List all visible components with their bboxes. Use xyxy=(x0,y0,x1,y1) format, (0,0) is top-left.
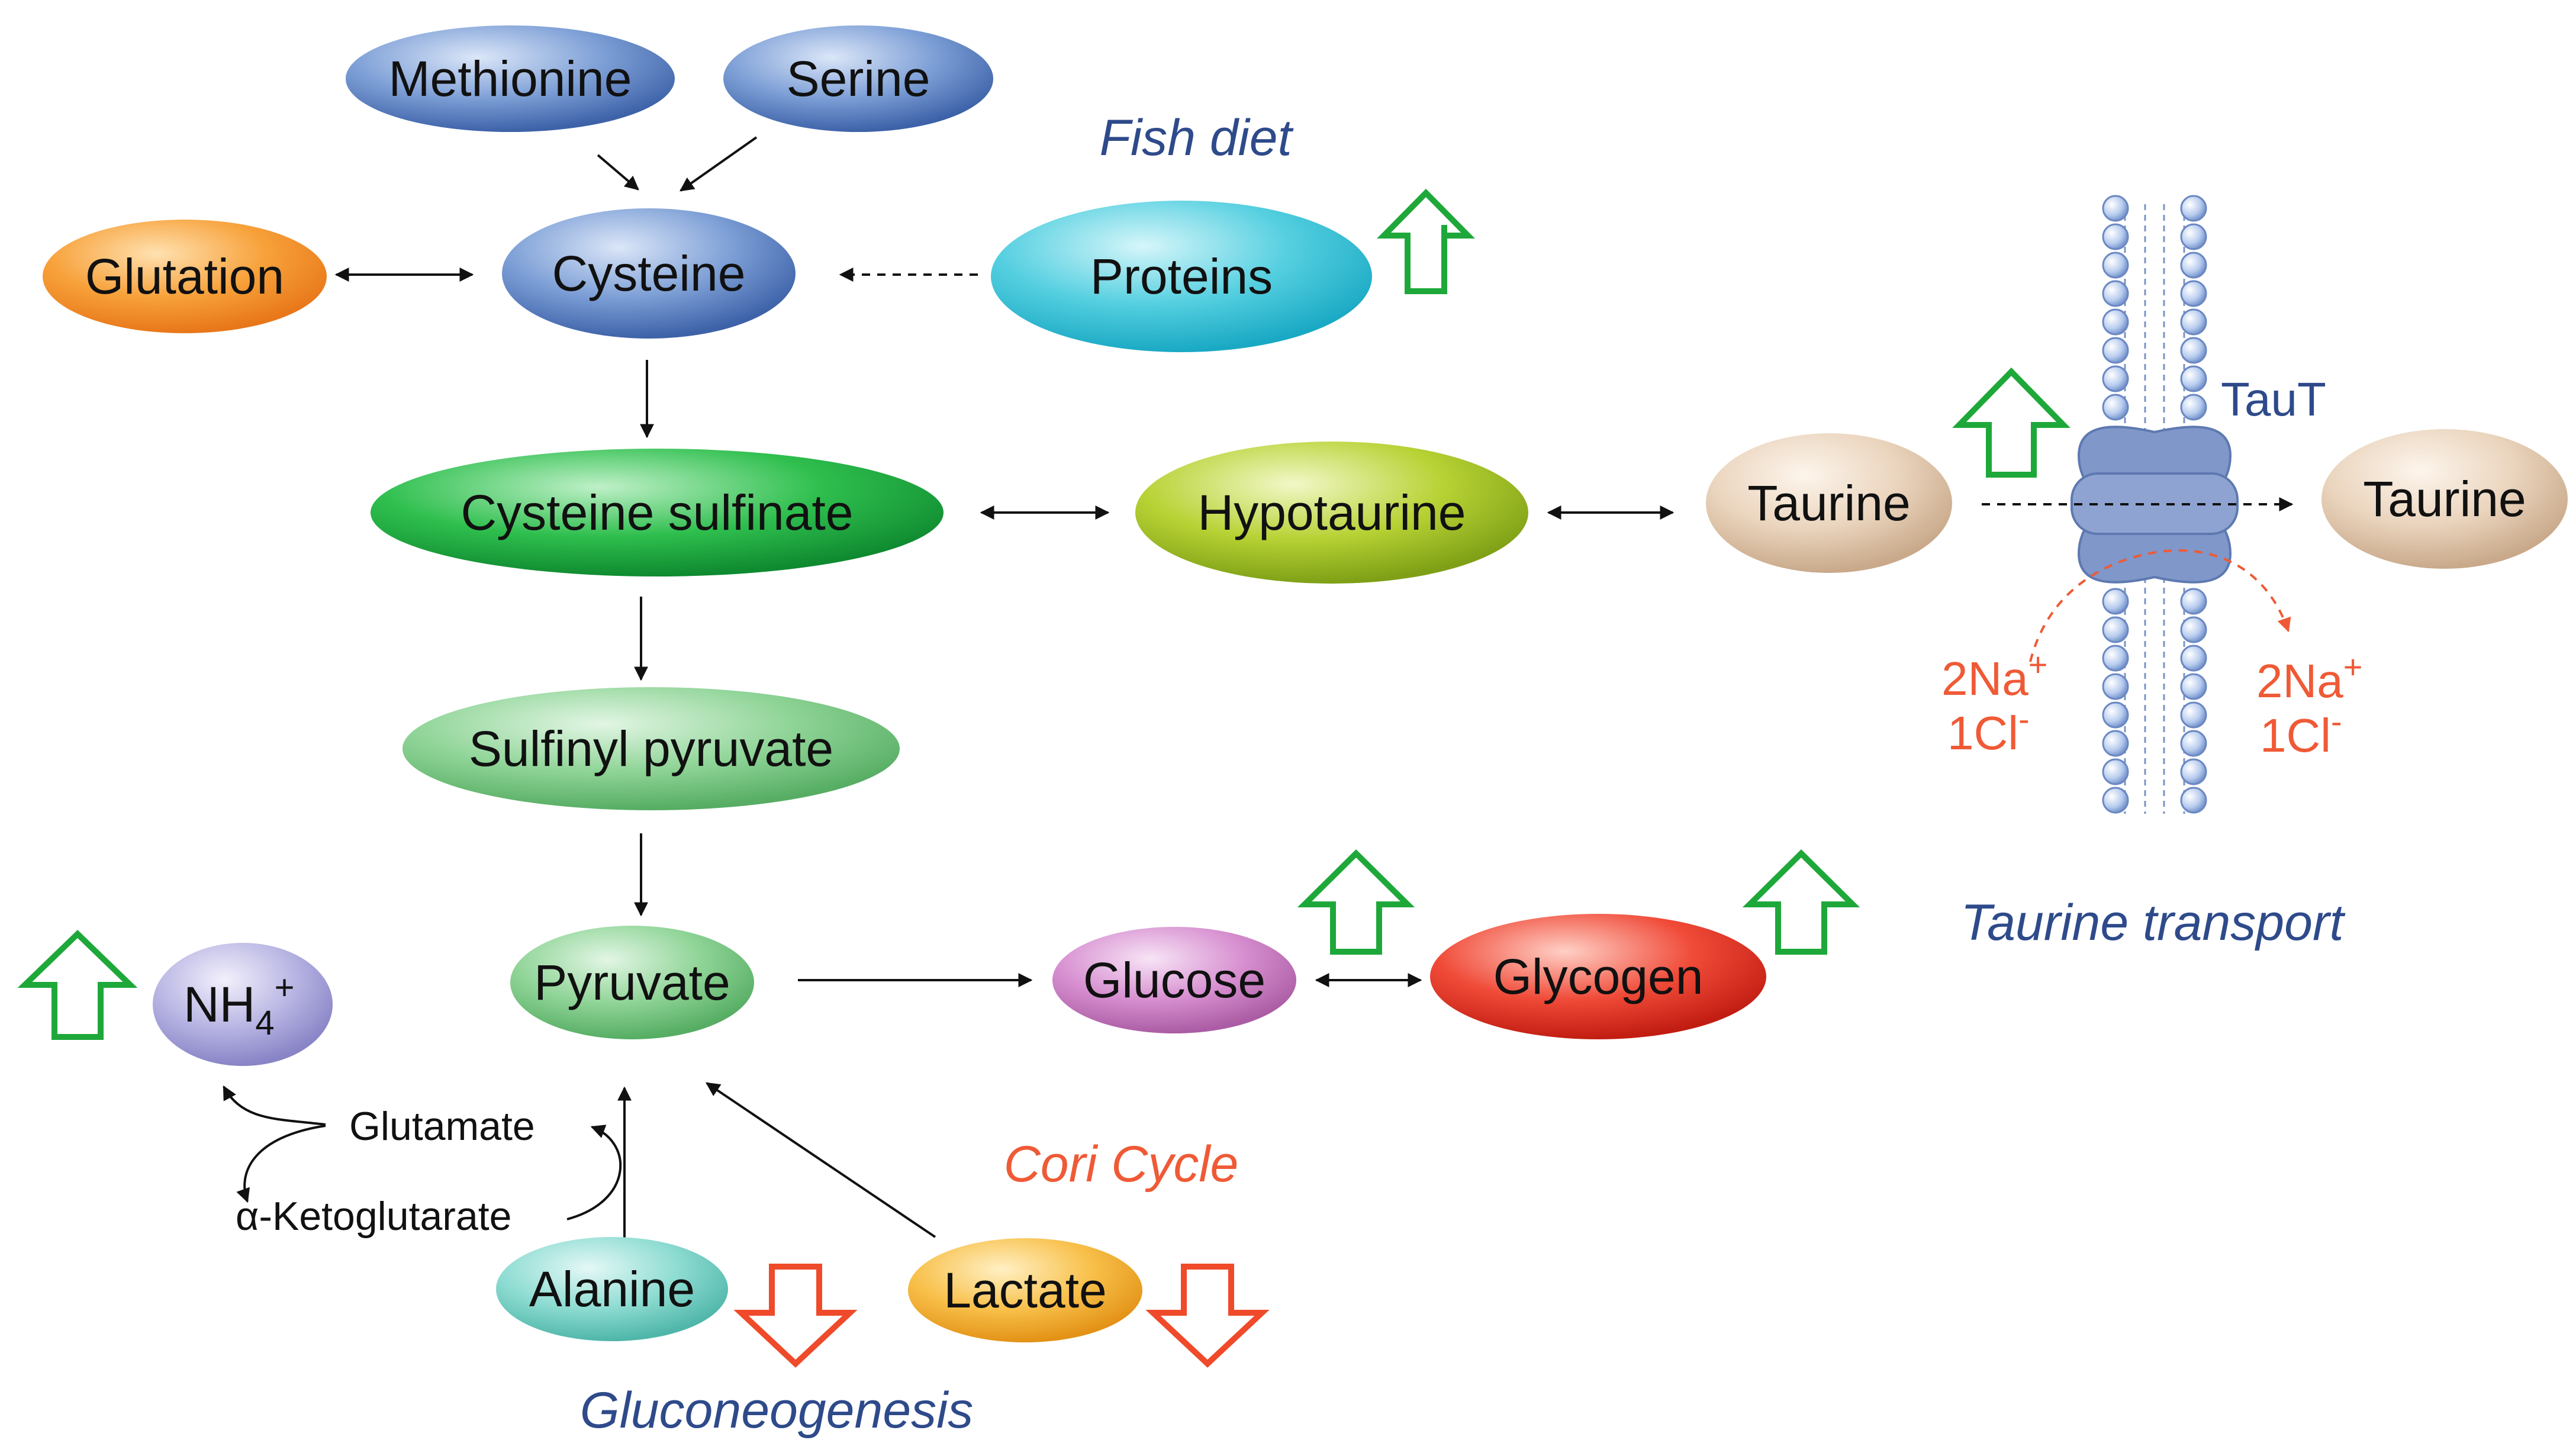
increase-arrow-glucose xyxy=(1297,849,1415,955)
svg-text:Taurine: Taurine xyxy=(1747,475,1911,531)
lipid-head xyxy=(2102,645,2129,672)
increase-arrow-nh4 xyxy=(17,930,138,1040)
arrow-glutamate-nh4 xyxy=(223,1085,326,1126)
label-ketoglutarate: α-Ketoglutarate xyxy=(236,1194,511,1239)
svg-text:Methionine: Methionine xyxy=(389,51,632,107)
svg-text:NH4+: NH4+ xyxy=(183,968,294,1042)
svg-text:Glutation: Glutation xyxy=(85,249,284,304)
caption-gluconeogenesis: Gluconeogenesis xyxy=(580,1382,974,1439)
lipid-head xyxy=(2180,337,2207,364)
lipid-head xyxy=(2180,394,2207,421)
node-methionine: Methionine xyxy=(346,25,675,132)
lipid-head xyxy=(2180,223,2207,250)
increase-arrow-taurine xyxy=(1952,367,2071,478)
membrane-beads-right xyxy=(2180,195,2207,814)
node-cysteine-sulfinate: Cysteine sulfinate xyxy=(371,449,944,576)
lipid-head xyxy=(2102,730,2129,757)
node-glucose: Glucose xyxy=(1052,927,1296,1033)
increase-arrow-proteins xyxy=(1377,188,1475,294)
arrow-ion-transport xyxy=(2029,549,2291,662)
node-pyruvate: Pyruvate xyxy=(510,926,754,1039)
svg-text:Glucose: Glucose xyxy=(1083,952,1266,1008)
arrow-methionine-cysteine xyxy=(597,154,639,191)
lipid-head xyxy=(2102,588,2129,615)
lipid-head xyxy=(2102,308,2129,336)
lipid-head xyxy=(2102,394,2129,421)
membrane-beads-left xyxy=(2102,195,2129,814)
arrow-ketoglutarate-glutamate xyxy=(566,1125,622,1220)
node-hypotaurine: Hypotaurine xyxy=(1135,442,1528,584)
node-glutation: Glutation xyxy=(43,220,327,333)
svg-text:Sulfinyl pyruvate: Sulfinyl pyruvate xyxy=(469,721,833,777)
lipid-head xyxy=(2180,645,2207,672)
svg-text:Serine: Serine xyxy=(787,51,930,107)
node-taurine-outside: Taurine xyxy=(2321,429,2568,569)
svg-text:Hypotaurine: Hypotaurine xyxy=(1198,485,1466,540)
ion-left-sodium: 2Na+ xyxy=(1941,646,2047,705)
decrease-arrow-alanine xyxy=(733,1264,858,1368)
label-taut: TauT xyxy=(2221,373,2326,426)
cell-membrane xyxy=(2102,195,2207,814)
caption-cori-cycle: Cori Cycle xyxy=(1004,1136,1239,1193)
decrease-arrow-lactate xyxy=(1145,1264,1270,1368)
lipid-head xyxy=(2180,730,2207,757)
lipid-head xyxy=(2102,758,2129,785)
svg-text:Proteins: Proteins xyxy=(1090,249,1273,304)
label-glutamate: Glutamate xyxy=(349,1104,535,1149)
lipid-head xyxy=(2180,758,2207,785)
increase-arrow-glycogen xyxy=(1742,849,1860,955)
lipid-head xyxy=(2102,223,2129,250)
ion-left-chloride: 1Cl- xyxy=(1947,700,2030,759)
arrow-serine-cysteine xyxy=(680,136,758,192)
lipid-head xyxy=(2102,252,2129,279)
arrow-lactate-pyruvate xyxy=(706,1082,936,1238)
arrow-glutamate-ketoglutarate xyxy=(236,1125,326,1203)
lipid-head xyxy=(2180,588,2207,615)
svg-text:Lactate: Lactate xyxy=(944,1262,1107,1318)
lipid-head xyxy=(2180,701,2207,729)
lipid-head xyxy=(2102,673,2129,700)
lipid-head xyxy=(2180,195,2207,222)
svg-text:Cysteine sulfinate: Cysteine sulfinate xyxy=(461,485,853,540)
svg-text:Cysteine: Cysteine xyxy=(552,246,746,301)
node-nh4: NH4+ xyxy=(153,943,333,1066)
svg-text:Taurine: Taurine xyxy=(2363,471,2526,527)
ion-right-chloride: 1Cl- xyxy=(2260,703,2342,762)
caption-taurine-transport: Taurine transport xyxy=(1961,894,2346,951)
lipid-head xyxy=(2180,616,2207,643)
lipid-head xyxy=(2180,280,2207,307)
node-taurine-inside: Taurine xyxy=(1706,433,1952,573)
svg-text:Glycogen: Glycogen xyxy=(1493,949,1704,1004)
caption-fish-diet: Fish diet xyxy=(1099,109,1293,166)
node-glycogen: Glycogen xyxy=(1430,914,1766,1039)
node-serine: Serine xyxy=(723,25,993,132)
lipid-head xyxy=(2102,365,2129,392)
node-cysteine: Cysteine xyxy=(502,208,796,339)
node-proteins: Proteins xyxy=(991,201,1372,352)
lipid-head xyxy=(2102,195,2129,222)
lipid-head xyxy=(2180,673,2207,700)
lipid-head xyxy=(2102,787,2129,814)
lipid-head xyxy=(2102,701,2129,729)
node-sulfinyl-pyruvate: Sulfinyl pyruvate xyxy=(402,687,900,810)
node-alanine: Alanine xyxy=(496,1237,728,1341)
lipid-head xyxy=(2102,337,2129,364)
lipid-head xyxy=(2102,280,2129,307)
lipid-head xyxy=(2180,308,2207,336)
svg-text:Alanine: Alanine xyxy=(529,1261,695,1317)
svg-text:Pyruvate: Pyruvate xyxy=(534,955,730,1010)
lipid-head xyxy=(2102,616,2129,643)
lipid-head xyxy=(2180,787,2207,814)
ion-right-sodium: 2Na+ xyxy=(2256,648,2362,707)
lipid-head xyxy=(2180,252,2207,279)
node-lactate: Lactate xyxy=(908,1238,1142,1342)
lipid-head xyxy=(2180,365,2207,392)
